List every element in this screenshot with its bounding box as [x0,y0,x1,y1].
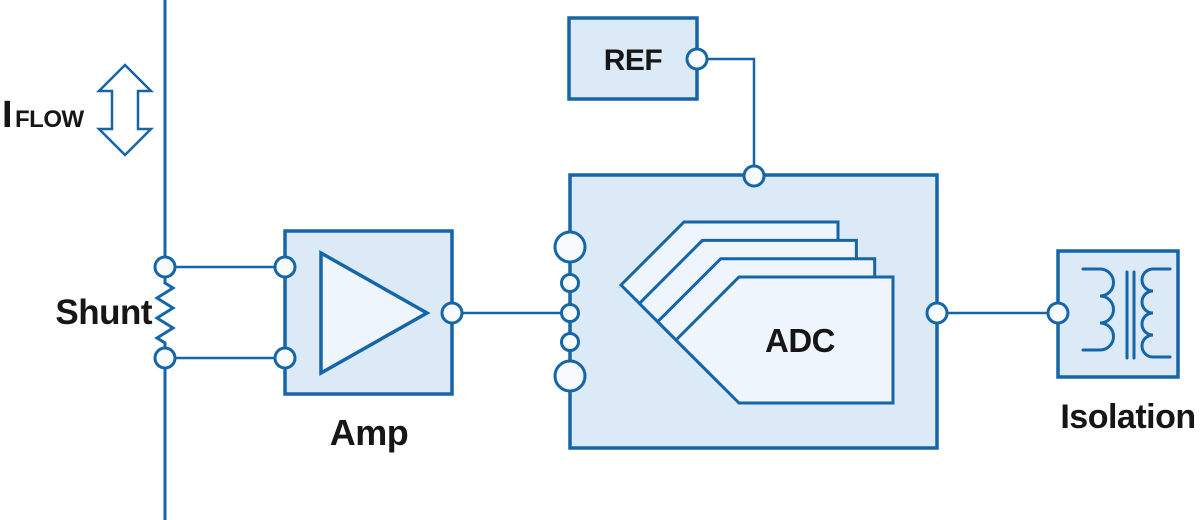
ref-label: REF [604,44,663,77]
isolation-label: Isolation [1060,398,1195,436]
adc-label: ADC [765,322,835,359]
wire-ref-to-adc [697,57,756,176]
current-symbol-text: I [2,94,12,136]
adc-ref-input-port [742,164,766,188]
adc-input-port-small-1 [560,273,580,293]
amp-block [283,229,454,396]
adc-input-port-small-2 [560,303,580,323]
shunt-label: Shunt [55,293,152,332]
amp-input-plus-port [273,255,297,279]
resistor-icon [154,277,176,348]
isolation-input-port [1046,301,1070,325]
adc-block [568,173,939,450]
shunt-top-node [153,255,177,279]
amp-output-port [440,301,464,325]
bidirectional-arrow-icon [95,63,155,157]
wire-shunt-to-amp [165,265,285,360]
adc-input-port-large-bottom [553,359,587,393]
adc-input-port-small-3 [560,332,580,352]
stacked-adc-cards-icon [618,220,895,405]
amp-input-minus-port [273,346,297,370]
ref-output-port [685,47,709,71]
adc-input-port-large-top [553,230,587,264]
current-subscript-text: FLOW [15,106,84,133]
adc-output-port [925,301,949,325]
transformer-icon [1081,267,1172,360]
isolation-block [1056,249,1180,379]
connection-nodes [153,47,1070,393]
iflow-label: I FLOW [2,94,85,136]
ref-block [567,16,699,101]
op-amp-triangle-icon [319,249,431,377]
shunt-bottom-node [153,346,177,370]
amp-label: Amp [330,412,409,453]
